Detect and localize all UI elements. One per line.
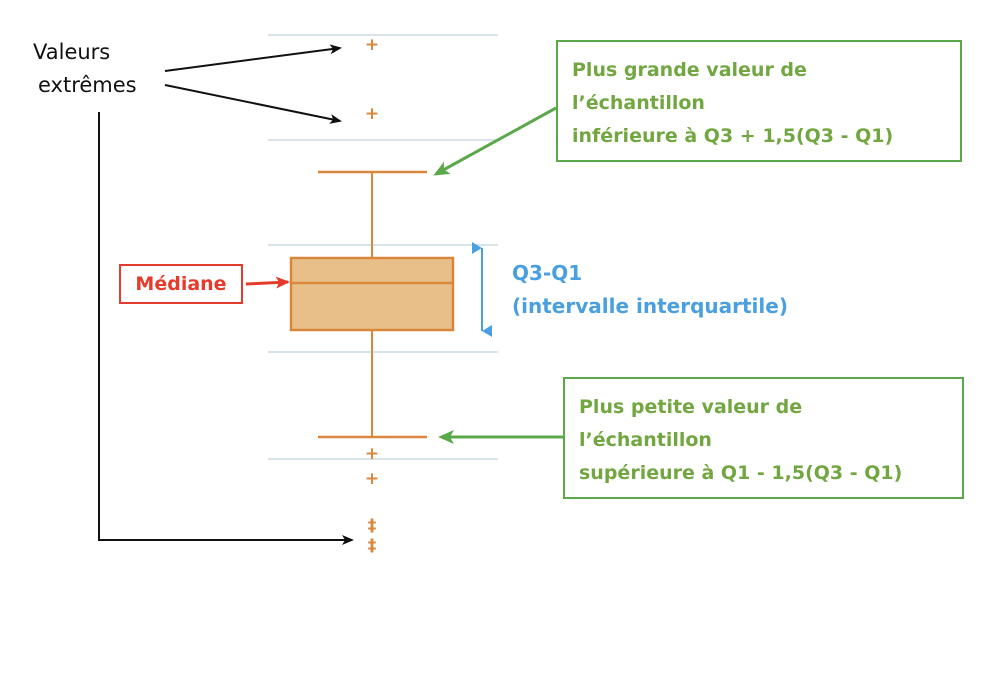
outlier-mark: + <box>365 444 379 464</box>
median-label-box: Médiane <box>119 264 243 304</box>
max-arrow <box>433 106 557 176</box>
max-annotation-line: inférieure à Q3 + 1,5(Q3 - Q1) <box>572 125 894 147</box>
iqr-box <box>289 256 455 332</box>
outlier-mark: + <box>365 104 379 124</box>
max-annotation-line: Plus grande valeur de <box>572 59 807 81</box>
outlier-arrow <box>98 112 354 545</box>
iqr-label-line: (intervalle interquartile) <box>512 294 788 318</box>
outliers-label-line: Valeurs <box>33 40 111 64</box>
outlier-mark: + <box>365 35 379 55</box>
iqr-label: Q3-Q1 (intervalle interquartile) <box>512 257 788 323</box>
max-annotation-line: l’échantillon <box>572 92 705 114</box>
outlier-mark: ‡ <box>368 516 377 536</box>
min-annotation-line: supérieure à Q1 - 1,5(Q3 - Q1) <box>579 462 903 484</box>
median-arrow <box>245 276 290 289</box>
iqr-label-line: Q3-Q1 <box>512 261 583 285</box>
min-annotation-box: Plus petite valeur de l’échantillon supé… <box>563 377 964 499</box>
min-annotation-line: l’échantillon <box>579 429 712 451</box>
outliers-label: Valeurs extrêmes <box>33 36 137 102</box>
outliers-label-line: extrêmes <box>38 73 137 97</box>
outlier-mark: ‡ <box>368 536 377 556</box>
outlier-mark: + <box>365 469 379 489</box>
outlier-arrow <box>164 84 342 124</box>
outlier-arrow <box>164 44 342 72</box>
max-annotation-box: Plus grande valeur de l’échantillon infé… <box>556 40 962 162</box>
min-annotation-line: Plus petite valeur de <box>579 396 803 418</box>
